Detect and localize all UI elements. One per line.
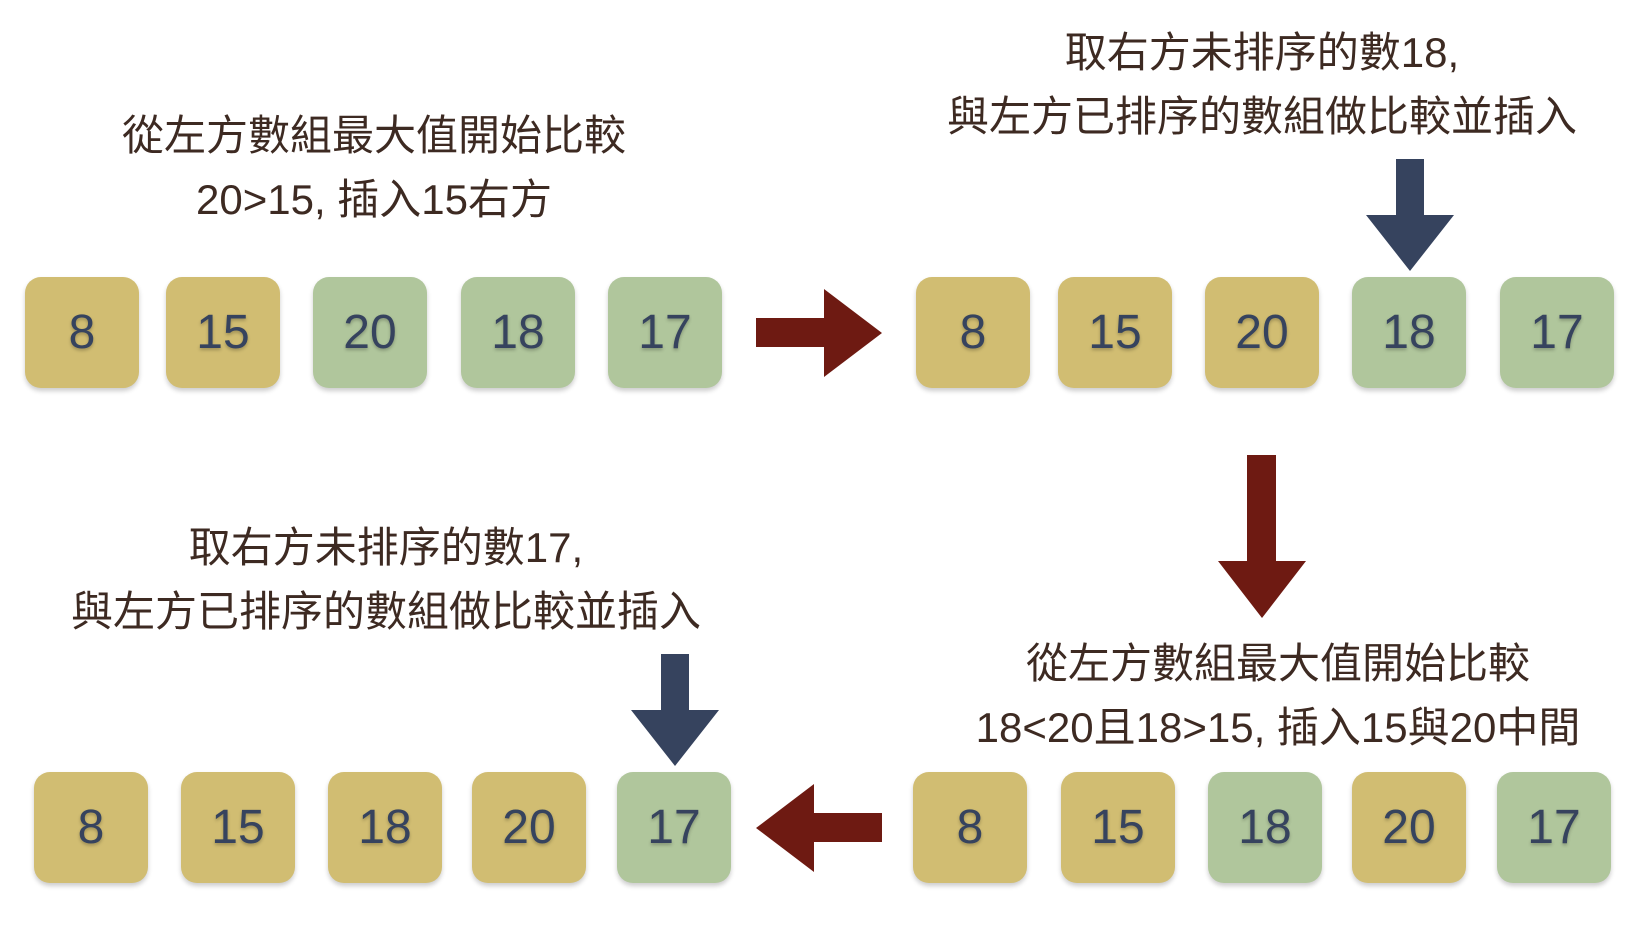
step4-box: 17 <box>617 772 731 883</box>
step1-caption-line2: 20>15, 插入15右方 <box>195 176 553 223</box>
step1-caption: 從左方數組最大值開始比較 20>15, 插入15右方 <box>122 104 626 232</box>
step4-caption: 取右方未排序的數17, 與左方已排序的數組做比較並插入 <box>71 516 701 644</box>
step3-box: 17 <box>1497 772 1611 883</box>
step2-box: 17 <box>1500 277 1614 388</box>
step1-box: 17 <box>608 277 722 388</box>
step1-box: 8 <box>25 277 139 388</box>
step4-caption-line1: 取右方未排序的數17, <box>188 524 584 571</box>
step4-box: 20 <box>472 772 586 883</box>
step4-box: 8 <box>34 772 148 883</box>
step1-box: 18 <box>461 277 575 388</box>
step2-box: 18 <box>1352 277 1466 388</box>
step2-box: 20 <box>1205 277 1319 388</box>
step3-caption-line2: 18<20且18>15, 插入15與20中間 <box>975 704 1581 751</box>
step3-caption-line1: 從左方數組最大值開始比較 <box>1025 640 1531 687</box>
step2-caption-line1: 取右方未排序的數18, <box>1064 29 1460 76</box>
step3-box: 8 <box>913 772 1027 883</box>
step2-caption-line2: 與左方已排序的數組做比較並插入 <box>946 93 1578 140</box>
pointer-arrow-icon <box>1366 159 1454 271</box>
left-arrow-icon <box>756 784 882 872</box>
step4-box: 18 <box>328 772 442 883</box>
step3-box: 18 <box>1208 772 1322 883</box>
step2-caption: 取右方未排序的數18, 與左方已排序的數組做比較並插入 <box>947 21 1577 149</box>
pointer-arrow-icon <box>631 654 719 766</box>
step3-box: 20 <box>1352 772 1466 883</box>
step3-box: 15 <box>1061 772 1175 883</box>
step4-box: 15 <box>181 772 295 883</box>
step4-caption-line2: 與左方已排序的數組做比較並插入 <box>70 588 702 635</box>
step2-box: 8 <box>916 277 1030 388</box>
step1-box: 20 <box>313 277 427 388</box>
step3-caption: 從左方數組最大值開始比較 18<20且18>15, 插入15與20中間 <box>976 632 1581 760</box>
down-arrow-icon <box>1218 455 1306 618</box>
right-arrow-icon <box>756 289 882 377</box>
step1-caption-line1: 從左方數組最大值開始比較 <box>121 112 627 159</box>
step1-box: 15 <box>166 277 280 388</box>
step2-box: 15 <box>1058 277 1172 388</box>
